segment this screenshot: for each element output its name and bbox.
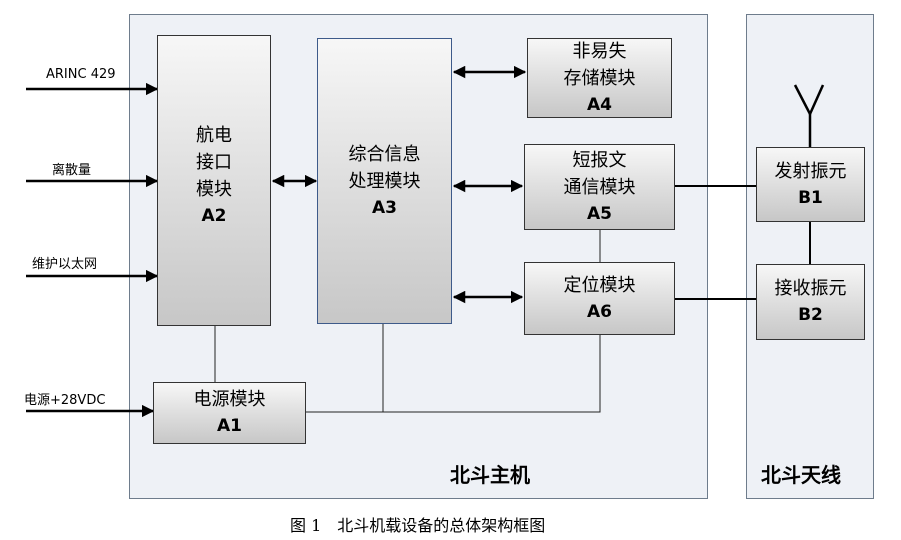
module-a3-code: A3: [372, 198, 397, 218]
module-a2: 航电 接口 模块 A2: [157, 35, 271, 326]
module-b1-name: 发射振元: [774, 160, 847, 182]
module-b1-code: B1: [798, 187, 823, 208]
power-bus-line: [306, 335, 601, 413]
module-a1: 电源模块 A1: [153, 382, 306, 444]
module-a2-line2: 接口: [196, 152, 232, 173]
module-a4-code: A4: [587, 94, 612, 115]
module-a6-code: A6: [587, 301, 612, 322]
module-b2-code: B2: [798, 305, 823, 325]
antenna-icon: [793, 84, 825, 147]
module-a3: 综合信息 处理模块 A3: [317, 38, 452, 324]
module-a4-line2: 存储模块: [563, 67, 636, 89]
module-a3-line1: 综合信息: [348, 144, 421, 165]
module-a2-line1: 航电: [196, 125, 232, 146]
module-a1-name: 电源模块: [193, 389, 266, 410]
module-a3-line2: 处理模块: [348, 171, 421, 192]
power-input-label: 电源+28VDC: [24, 393, 106, 408]
module-a4-line1: 非易失: [572, 40, 627, 62]
module-b1: 发射振元 B1: [756, 147, 865, 222]
module-a6: 定位模块 A6: [524, 262, 675, 335]
arinc-input-label: ARINC 429: [46, 67, 116, 82]
module-a5: 短报文 通信模块 A5: [524, 144, 675, 230]
module-a5-line2: 通信模块: [563, 176, 636, 198]
discrete-input-label: 离散量: [52, 163, 92, 178]
figure-caption: 图 1 北斗机载设备的总体架构框图: [290, 516, 546, 535]
module-b2-name: 接收振元: [774, 278, 847, 299]
module-a5-code: A5: [587, 203, 612, 224]
module-a6-name: 定位模块: [563, 274, 636, 296]
host-panel-title: 北斗主机: [450, 463, 530, 487]
module-a2-line3: 模块: [196, 179, 232, 200]
module-b2: 接收振元 B2: [756, 264, 865, 340]
module-a5-line1: 短报文: [572, 149, 627, 171]
module-a2-code: A2: [201, 206, 227, 226]
module-a1-code: A1: [217, 416, 242, 436]
antenna-panel-title: 北斗天线: [761, 463, 841, 487]
module-a4: 非易失 存储模块 A4: [527, 38, 672, 118]
ethernet-input-label: 维护以太网: [32, 257, 98, 272]
